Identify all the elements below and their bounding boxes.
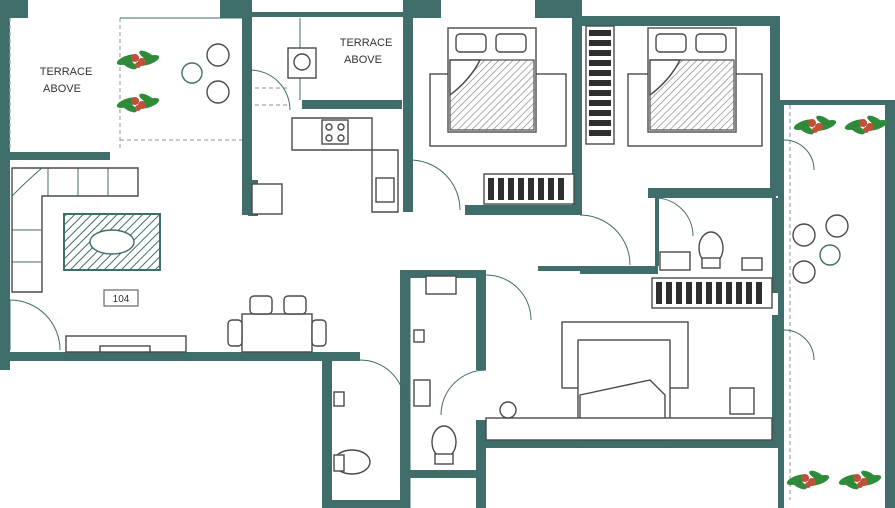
middle-bathroom-fixtures	[659, 231, 763, 271]
terrace-left-label-line1: TERRACE	[40, 66, 93, 78]
unit-number-tag: 104	[103, 289, 139, 307]
door-swings	[9, 69, 815, 416]
tv-console	[65, 335, 187, 353]
plant-icon	[792, 113, 838, 137]
plant-icon	[837, 468, 883, 492]
kitchen-counter	[291, 117, 399, 213]
utility-cabinet	[251, 183, 283, 215]
terrace-top-label-line1: TERRACE	[340, 37, 393, 49]
common-bathroom-fixtures	[333, 391, 371, 475]
wardrobe-column	[585, 25, 615, 145]
terrace-left-label-line2: ABOVE	[43, 83, 81, 95]
plant-icon	[115, 48, 161, 72]
attached-bathroom-fixtures	[413, 275, 457, 465]
terrace-top-label-line2: ABOVE	[344, 54, 382, 66]
side-table	[499, 401, 517, 419]
plant-icon	[115, 91, 161, 115]
bottom-bedroom-wardrobe	[651, 277, 773, 309]
plant-icon	[785, 468, 831, 492]
plant-icon	[843, 113, 889, 137]
bedroom-2-bed	[627, 27, 763, 147]
terrace-seating-left	[181, 43, 230, 104]
unit-number: 104	[113, 294, 130, 305]
sofa-l-shaped	[11, 167, 139, 293]
living-rug	[63, 213, 161, 271]
bottom-counter	[485, 417, 773, 441]
bedroom-1-wardrobe	[483, 173, 575, 205]
bottom-bedroom-chair	[729, 387, 755, 415]
bedroom-1-bed	[429, 27, 567, 147]
dining-table	[227, 295, 327, 353]
balcony-seating-right	[792, 214, 849, 284]
washing-machine-icon	[287, 47, 317, 79]
